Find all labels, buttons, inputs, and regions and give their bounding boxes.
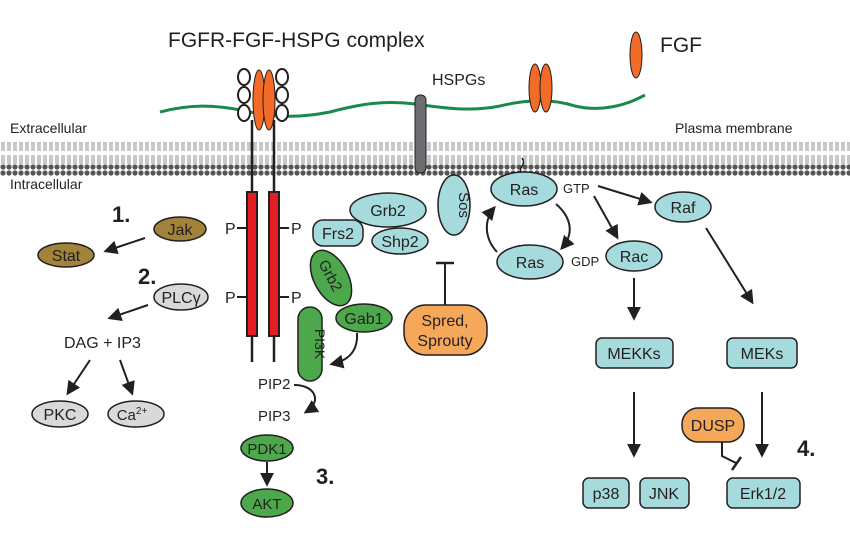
pi3k-node: PI3K — [297, 306, 328, 382]
calcium-label: Ca — [117, 407, 137, 424]
hspg-chain — [159, 93, 646, 118]
inhibitor-dusp-bar — [730, 456, 743, 471]
hspgs-label: HSPGs — [432, 72, 485, 89]
pkc-node: PKC — [31, 400, 89, 428]
ras-gtp-node: Ras — [490, 171, 558, 207]
fgfr-right-kinase — [268, 191, 280, 337]
svg-text:Sprouty: Sprouty — [417, 333, 472, 350]
svg-text:PI3K: PI3K — [312, 329, 328, 360]
svg-text:Ras: Ras — [510, 182, 538, 199]
pdk1-node: PDK1 — [240, 434, 294, 462]
svg-text:Ras: Ras — [516, 255, 544, 272]
pip2-label: PIP2 — [258, 376, 291, 393]
grb2-green-node: Grb2 — [309, 249, 353, 307]
raf-node: Raf — [654, 191, 712, 223]
svg-text:Stat: Stat — [52, 248, 81, 265]
pip3-label: PIP3 — [258, 408, 291, 425]
arrow-ras-gdp-to-gtp — [481, 205, 498, 253]
step-4: 4. — [797, 436, 815, 461]
fgfr-ig-domains — [237, 68, 289, 122]
svg-text:Sos: Sos — [455, 192, 472, 218]
svg-text:Shp2: Shp2 — [381, 234, 418, 251]
svg-text:DUSP: DUSP — [691, 418, 735, 435]
intracellular-label: Intracellular — [10, 176, 83, 192]
jak-node: Jak — [153, 216, 207, 242]
akt-node: AKT — [240, 488, 294, 518]
svg-text:PLCγ: PLCγ — [161, 290, 200, 307]
rac-node: Rac — [605, 240, 663, 272]
fgfr-left-kinase — [246, 191, 258, 337]
frs2-node: Frs2 — [312, 219, 364, 247]
gab1-node: Gab1 — [335, 303, 393, 333]
fgf-legend-icon — [629, 31, 643, 79]
meks-node: MEKs — [726, 337, 798, 369]
gtp-label: GTP — [563, 181, 590, 196]
arrow-gtp-rac — [593, 195, 619, 240]
stat-node: Stat — [37, 242, 95, 268]
fgf-bound-hspg-2 — [539, 63, 553, 113]
fgf-bound-hspg-1 — [528, 63, 542, 113]
step-2: 2. — [138, 264, 156, 289]
spred-sprouty-node: Spred, Sprouty — [403, 304, 488, 356]
plasma-membrane-label: Plasma membrane — [675, 120, 793, 136]
arrow-raf-meks — [705, 227, 754, 305]
plcg-node: PLCγ — [153, 283, 209, 311]
fgf-bound-receptor-2 — [262, 69, 276, 131]
sos-node: Sos — [437, 174, 472, 236]
jnk-node: JNK — [639, 477, 690, 509]
svg-text:Jak: Jak — [168, 222, 194, 239]
svg-text:PKC: PKC — [44, 407, 77, 424]
calcium-charge: 2+ — [136, 406, 148, 417]
shp2-node: Shp2 — [371, 227, 429, 255]
arrow-dag-ca — [119, 359, 135, 396]
svg-text:Grb2: Grb2 — [370, 203, 406, 220]
dag-ip3-label: DAG + IP3 — [64, 335, 141, 352]
svg-text:p38: p38 — [593, 486, 620, 503]
svg-text:Raf: Raf — [671, 200, 696, 217]
svg-text:Erk1/2: Erk1/2 — [740, 486, 786, 503]
arrow-gtp-raf — [597, 185, 653, 206]
gdp-label: GDP — [571, 254, 599, 269]
hspg-core-protein — [414, 94, 427, 174]
ras-gdp-node: Ras — [496, 244, 564, 280]
complex-title: FGFR-FGF-HSPG complex — [168, 29, 425, 52]
arrow-plcg-dag — [107, 304, 149, 321]
arrow-gab1-pi3k — [329, 332, 359, 369]
phosphate-left-top: P — [225, 221, 236, 238]
step-1: 1. — [112, 202, 130, 227]
arrow-jak-stat — [103, 237, 146, 255]
phosphate-right-bottom: P — [291, 290, 302, 307]
phosphate-left-bottom: P — [225, 290, 236, 307]
mekks-node: MEKKs — [595, 337, 674, 369]
erk-node: Erk1/2 — [726, 477, 801, 509]
svg-text:Spred,: Spred, — [421, 313, 468, 330]
extracellular-label: Extracellular — [10, 120, 87, 136]
svg-text:MEKKs: MEKKs — [607, 346, 660, 363]
p38-node: p38 — [582, 477, 630, 509]
svg-text:JNK: JNK — [649, 486, 680, 503]
arrow-ras-gtp-to-gdp — [555, 203, 575, 251]
grb2-teal-node: Grb2 — [349, 192, 427, 228]
arrow-dag-pkc — [66, 359, 91, 396]
phosphate-right-top: P — [291, 221, 302, 238]
dusp-node: DUSP — [681, 407, 745, 443]
svg-text:Rac: Rac — [620, 249, 648, 266]
svg-text:Gab1: Gab1 — [344, 311, 383, 328]
svg-text:PDK1: PDK1 — [247, 441, 286, 458]
calcium-node: Ca2+ — [107, 400, 165, 428]
svg-text:MEKs: MEKs — [741, 346, 784, 363]
phosphates: P P P P — [225, 221, 302, 307]
svg-text:Ca2+: Ca2+ — [117, 406, 148, 424]
step-3: 3. — [316, 464, 334, 489]
svg-text:AKT: AKT — [252, 496, 281, 513]
inhibitor-dusp-erk — [721, 442, 737, 464]
fgf-label: FGF — [660, 34, 702, 57]
svg-text:Frs2: Frs2 — [322, 226, 354, 243]
arrow-pip2-pip3 — [293, 384, 320, 414]
